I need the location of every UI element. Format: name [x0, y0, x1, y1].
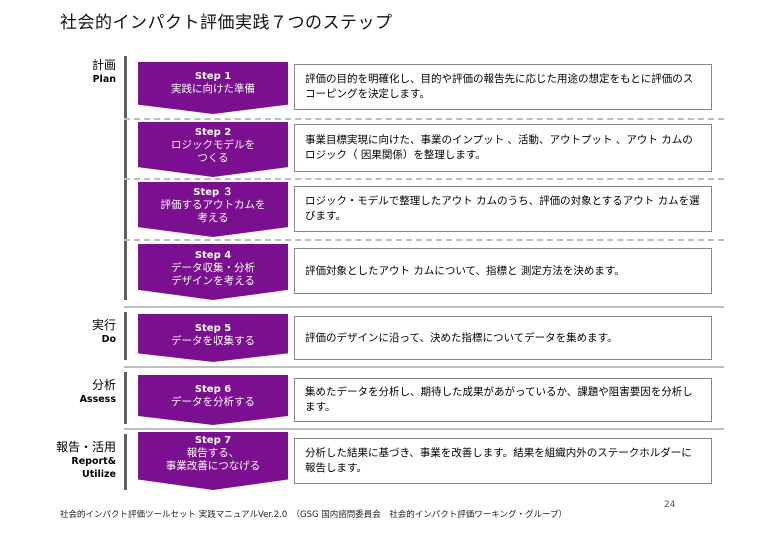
step-title-line1: データを収集する	[171, 335, 255, 347]
step-description-7: 分析した結果に基づき、事業を改善します。結果を組織内外のステークホルダーに報告し…	[294, 438, 712, 484]
phase-separator	[124, 306, 724, 308]
step-description-4: 評価対象としたアウト カムについて、指標と 測定方法を決めます。	[294, 248, 712, 294]
step-chevron-5: Step 5 データを収集する	[138, 314, 288, 362]
step-separator	[124, 178, 724, 180]
step-description-2: 事業目標実現に向けた、事業のインプット 、活動、アウトプット 、アウト カムのロ…	[294, 124, 712, 172]
phase-label-do: 実行 Do	[30, 318, 116, 346]
page-title: 社会的インパクト評価実践７つのステップ	[60, 13, 393, 33]
phase-line-report	[124, 434, 127, 490]
step-title-line2: デザインを考える	[171, 275, 255, 287]
step-separator	[124, 239, 724, 241]
step-number: Step 7	[194, 435, 232, 446]
step-title-line2: 考える	[197, 212, 229, 224]
phase-en: Assess	[79, 394, 116, 405]
step-chevron-7: Step 7 報告する、 事業改善につなげる	[138, 432, 288, 490]
step-number: Step 2	[194, 127, 232, 138]
step-chevron-4: Step 4 データ収集・分析 デザインを考える	[138, 244, 288, 300]
step-chevron-1: Step 1 実践に向けた準備	[138, 62, 288, 114]
step-number: Step 6	[194, 384, 232, 395]
step-description-6: 集めたデータを分析し、期待した成果があがっているか、課題や阻害要因を分析します。	[294, 378, 712, 422]
phase-jp: 実行	[91, 318, 116, 332]
step-separator	[124, 118, 724, 120]
footer-citation: 社会的インパクト評価ツールセット 実践マニュアルVer.2.0 （GSG 国内諮…	[60, 510, 568, 520]
phase-label-plan: 計画 Plan	[30, 58, 116, 86]
step-title-line1: 報告する、	[186, 447, 240, 459]
phase-en: Do	[101, 334, 116, 345]
phase-jp: 計画	[91, 58, 116, 72]
phase-separator	[124, 428, 724, 430]
step-number: Step 1	[194, 71, 232, 82]
step-title-line1: 評価するアウトカムを	[160, 199, 266, 211]
phase-en: Plan	[92, 74, 116, 85]
step-description-1: 評価の目的を明確化し、目的や評価の報告先に応じた用途の想定をもとに評価のスコーピ…	[294, 64, 712, 110]
phase-en: Report&	[71, 456, 116, 467]
step-title-line1: データを分析する	[171, 396, 255, 408]
step-chevron-2: Step 2 ロジックモデルを つくる	[138, 122, 288, 177]
step-number: Step 4	[194, 250, 232, 261]
step-title-line1: データ収集・分析	[171, 262, 255, 274]
step-title-line1: ロジックモデルを	[171, 139, 255, 151]
page-number: 24	[664, 500, 676, 510]
phase-line-do	[124, 312, 127, 360]
phase-en-2: Utilize	[82, 469, 116, 480]
phase-label-report: 報告・活用 Report& Utilize	[30, 440, 116, 481]
step-chevron-6: Step 6 データを分析する	[138, 375, 288, 425]
step-title-line2: 事業改善につなげる	[165, 460, 261, 472]
step-description-3: ロジック・モデルで整理したアウト カムのうち、評価の対象とするアウト カムを選び…	[294, 186, 712, 232]
step-title-line2: つくる	[197, 152, 229, 164]
step-number: Step 5	[194, 323, 232, 334]
step-number: Step ３	[193, 187, 233, 198]
phase-jp: 分析	[91, 378, 116, 392]
step-chevron-3: Step ３ 評価するアウトカムを 考える	[138, 182, 288, 237]
phase-line-assess	[124, 372, 127, 424]
phase-separator	[124, 366, 724, 368]
phase-label-assess: 分析 Assess	[30, 378, 116, 406]
step-title-line1: 実践に向けた準備	[171, 83, 255, 95]
step-description-5: 評価のデザインに沿って、決めた指標についてデータを集めます。	[294, 316, 712, 360]
phase-jp: 報告・活用	[55, 440, 116, 454]
